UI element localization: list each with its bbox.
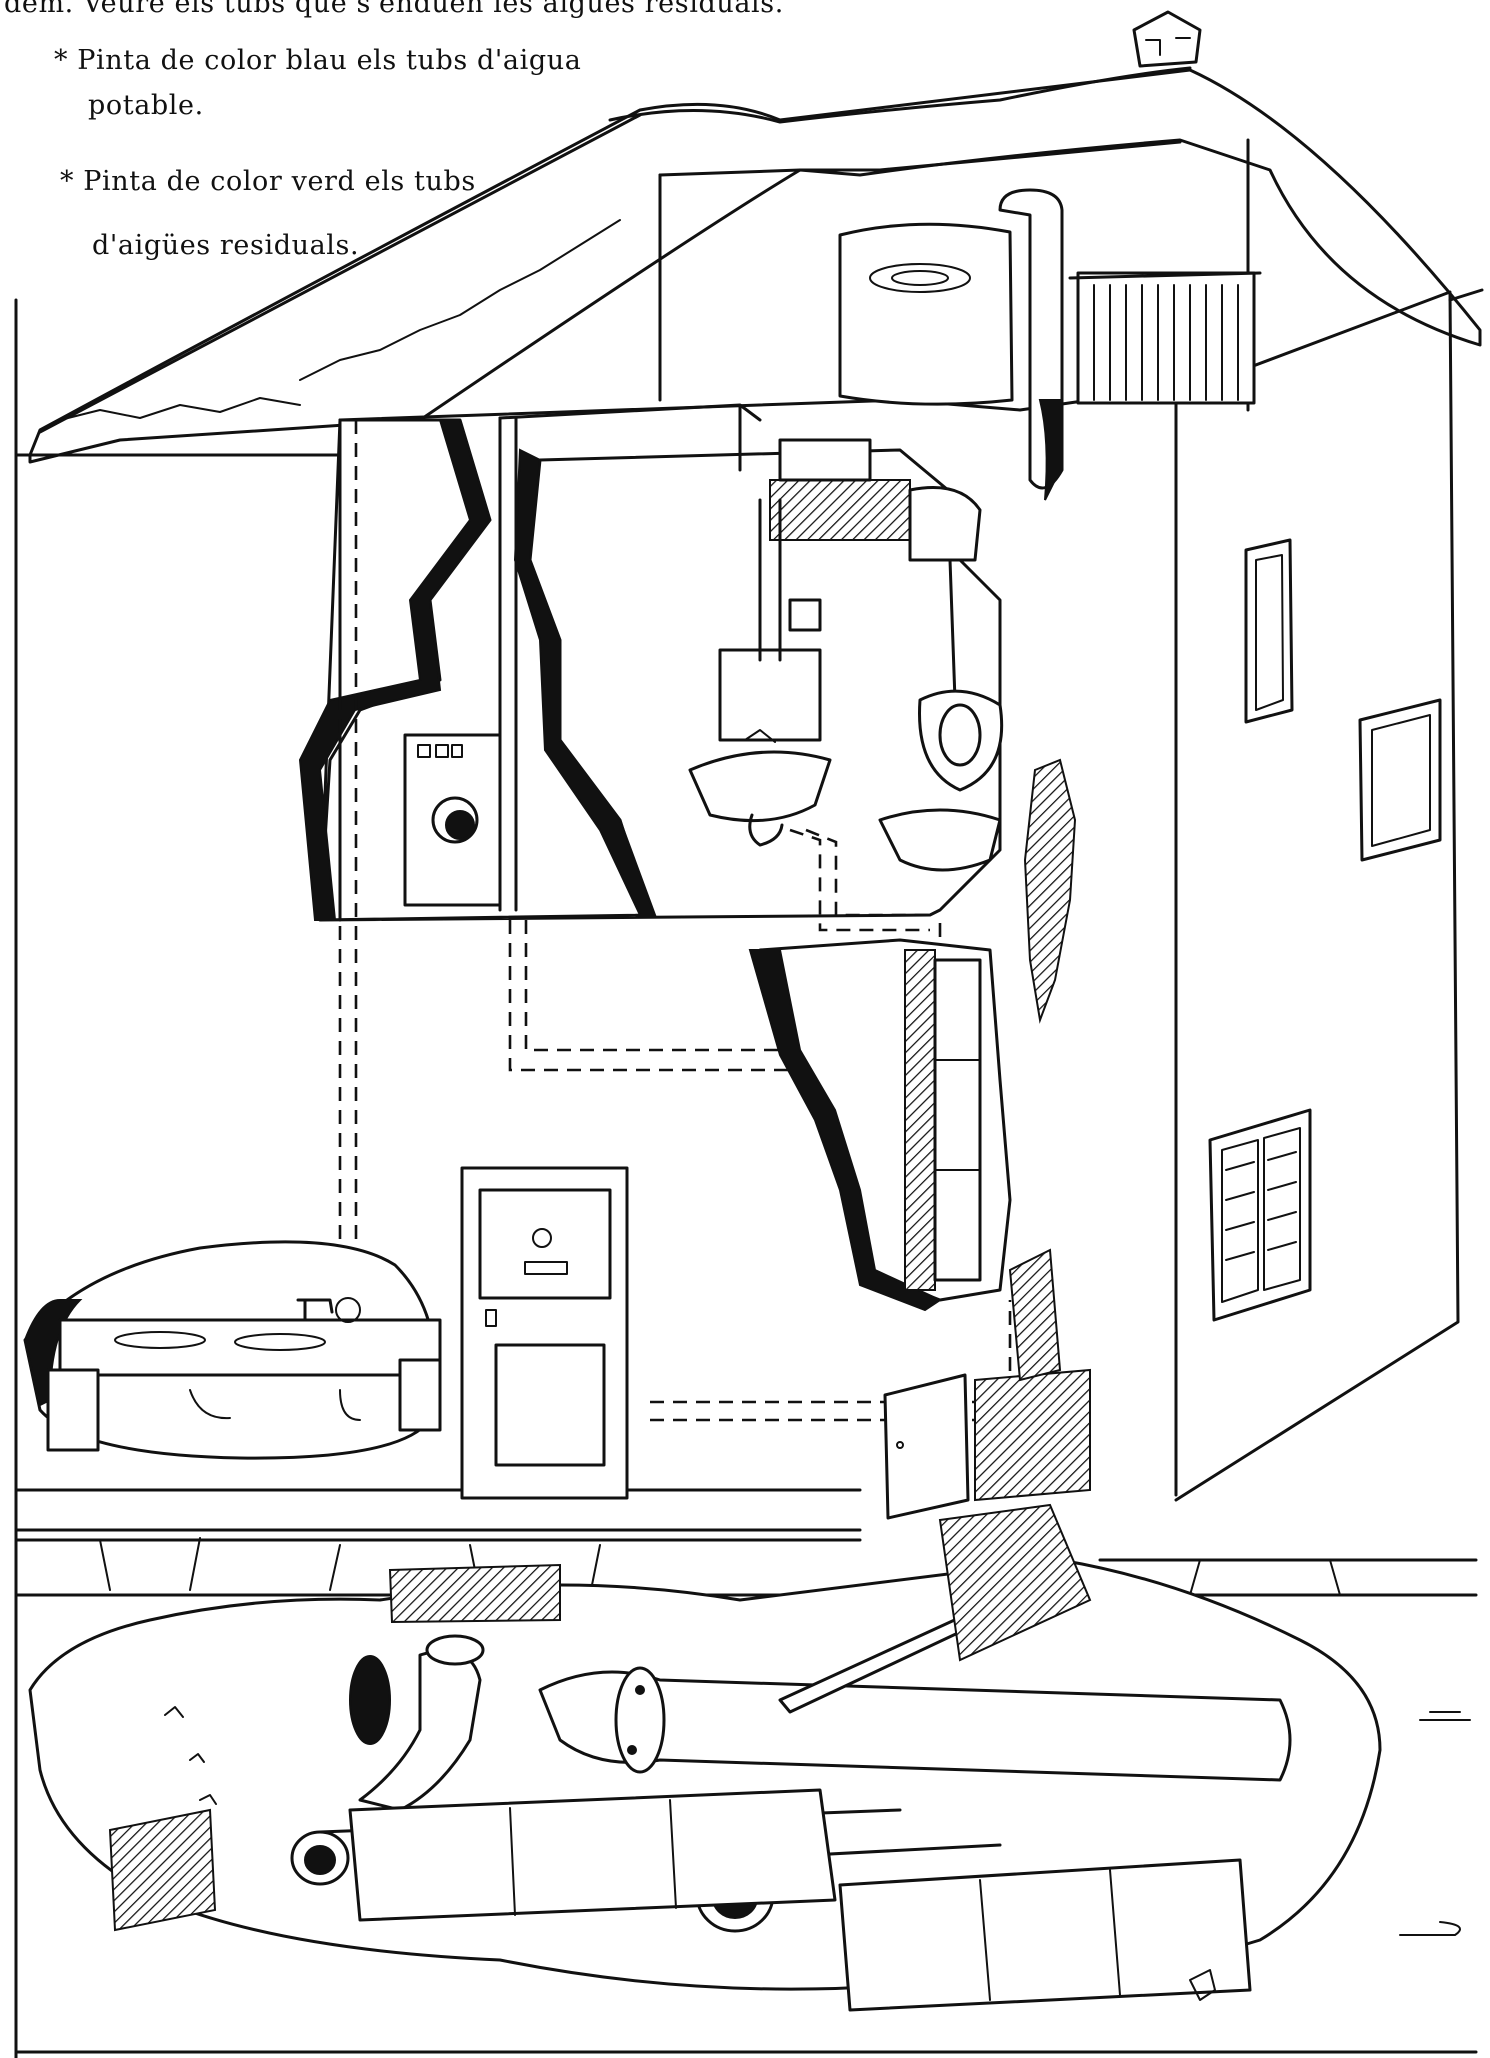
kitchen-cutaway (25, 1242, 440, 1458)
roof (30, 12, 1480, 462)
side-windows (1210, 540, 1440, 1320)
balcony-railing (1070, 273, 1260, 403)
upper-cutaway-rooms (300, 405, 1002, 930)
sewer-excavation (30, 1505, 1470, 2010)
middle-cutaway-downpipe (750, 940, 1010, 1310)
front-door (462, 1168, 627, 1498)
wall-crack-right (1025, 760, 1075, 1020)
